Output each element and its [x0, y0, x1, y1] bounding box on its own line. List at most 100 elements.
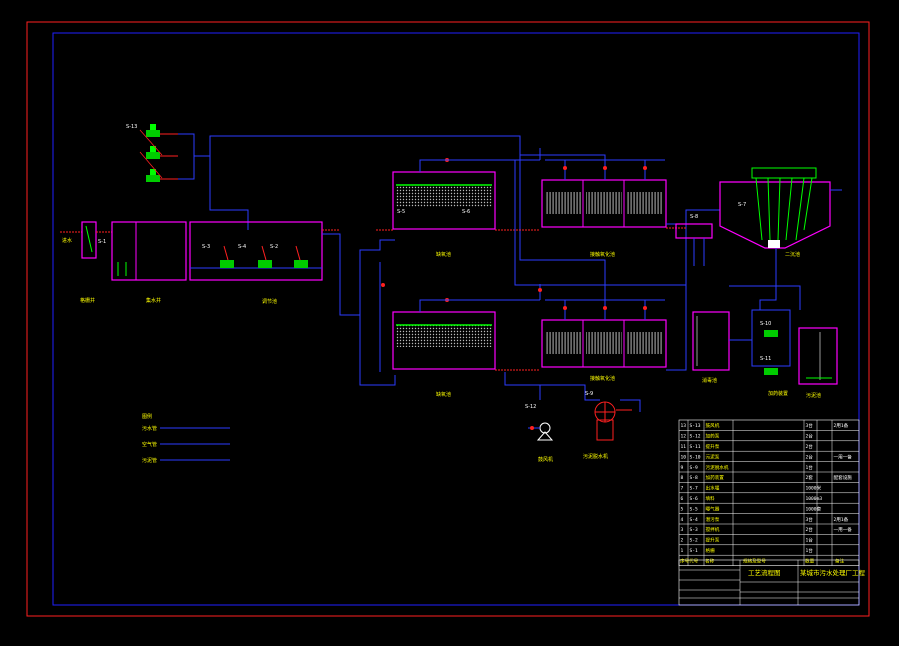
- equalization-tank: S-3 S-4 S-2 调节池: [189, 221, 323, 305]
- table-cell-code: S-13: [690, 423, 701, 429]
- biochem-1-label: 接触氧化池: [590, 251, 615, 258]
- table-header-cell: 数量: [805, 557, 815, 564]
- pump-well: 集水井: [111, 221, 187, 304]
- dosing-label: 加药装置: [768, 390, 788, 397]
- table-cell-code: S-1: [690, 548, 699, 554]
- table-cell-name: 污泥脱水机: [706, 464, 729, 471]
- table-cell-note: 配套设施: [834, 474, 853, 481]
- inlet-label: 进水: [62, 237, 72, 244]
- table-cell-name: 潜污泵: [706, 516, 720, 523]
- table-cell-qty: 1台: [806, 464, 814, 471]
- table-cell-qty: 2套: [806, 474, 814, 481]
- svg-text:S-11: S-11: [760, 356, 771, 362]
- title-block: 工艺流程图 某城市污水处理厂工程: [678, 559, 866, 606]
- table-cell-no: 6: [681, 496, 684, 502]
- table-cell-no: 3: [681, 527, 684, 533]
- svg-text:S-10: S-10: [760, 321, 771, 327]
- outlet-pipe: [379, 159, 720, 372]
- table-cell-name: 格栅: [706, 547, 716, 554]
- project-title: 某城市污水处理厂工程: [800, 568, 866, 577]
- table-cell-no: 11: [681, 444, 687, 450]
- mixer-1: S-3: [202, 244, 234, 268]
- svg-text:S-12: S-12: [525, 404, 536, 410]
- table-cell-note: 2用1备: [834, 422, 849, 429]
- sludge-pump: S-12 鼓风机: [525, 404, 554, 463]
- table-cell-no: 2: [681, 538, 684, 544]
- table-cell-name: 提升泵: [706, 443, 720, 450]
- anoxic-2-label: 缺氧池: [436, 391, 451, 398]
- table-cell-qty: 1000套: [806, 505, 822, 512]
- blower-unit-3: [146, 169, 178, 182]
- svg-text:S-6: S-6: [462, 209, 470, 215]
- contact-oxidation-tank-1: 接触氧化池: [541, 179, 667, 258]
- table-cell-name: 曝气器: [706, 505, 720, 512]
- table-cell-code: S-7: [690, 486, 699, 492]
- table-cell-no: 5: [681, 506, 684, 512]
- table-cell-note: 一用一备: [834, 526, 853, 533]
- table-header-cell: 备注: [835, 557, 845, 564]
- table-cell-note: 一用一备: [834, 453, 853, 460]
- table-cell-qty: 1台: [806, 537, 814, 544]
- blower-group: S-13: [126, 124, 178, 182]
- svg-text:S-8: S-8: [690, 214, 698, 220]
- table-cell-name: 鼓风机: [706, 422, 720, 429]
- screen-well-label: 格栅井: [80, 297, 95, 304]
- table-cell-qty: 2台: [806, 443, 814, 450]
- table-cell-name: 搅拌机: [706, 526, 720, 533]
- svg-text:S-1: S-1: [98, 239, 106, 245]
- blower-unit-1: [146, 124, 178, 137]
- legend-item-1: 污水管: [142, 425, 157, 432]
- disinfection-tank: 消毒池: [692, 311, 730, 384]
- table-cell-name: 出水堰: [706, 485, 720, 492]
- table-cell-no: 4: [681, 517, 684, 523]
- table-cell-name: 提升泵: [706, 537, 720, 544]
- table-cell-note: 2用1备: [834, 516, 849, 523]
- table-cell-qty: 1000m3: [806, 496, 823, 502]
- table-cell-qty: 2台: [806, 433, 814, 440]
- feed-pipe: [322, 233, 396, 386]
- drawing-title: 工艺流程图: [748, 568, 781, 577]
- legend-item-2: 空气管: [142, 441, 157, 448]
- table-cell-qty: 3台: [806, 516, 814, 523]
- svg-text:S-4: S-4: [238, 244, 246, 250]
- table-cell-no: 7: [681, 486, 684, 492]
- svg-text:S-3: S-3: [202, 244, 210, 250]
- dosing-station: S-10 S-11 加药装置: [751, 309, 791, 397]
- table-cell-qty: 2台: [806, 526, 814, 533]
- distribution-well: S-8: [675, 214, 713, 266]
- table-cell-code: S-12: [690, 434, 701, 440]
- outer-frame: [26, 21, 870, 617]
- disinfection-label: 消毒池: [702, 377, 717, 384]
- table-cell-qty: 1000米: [806, 485, 822, 492]
- screen-well-shape: [81, 221, 97, 259]
- table-cell-no: 8: [681, 475, 684, 481]
- table-header-cell: 序号: [680, 557, 690, 564]
- table-cell-no: 1: [681, 548, 684, 554]
- svg-text:S-5: S-5: [397, 209, 405, 215]
- legend-item-3: 污泥管: [142, 457, 157, 464]
- sludge-label: 污泥池: [806, 392, 821, 399]
- table-cell-name: 加药泵: [706, 433, 720, 440]
- air-main-pipe: [178, 133, 606, 300]
- anoxic-tank-2: 缺氧池: [392, 311, 496, 398]
- table-cell-no: 10: [681, 454, 687, 460]
- table-cell-name: 加药装置: [706, 474, 725, 481]
- table-cell-code: S-9: [690, 465, 699, 471]
- legend: 图例 污水管 空气管 污泥管: [142, 413, 230, 464]
- table-cell-code: S-6: [690, 496, 699, 502]
- inner-frame: [52, 32, 860, 606]
- svg-text:S-9: S-9: [585, 391, 593, 397]
- biochem-2-label: 接触氧化池: [590, 375, 615, 382]
- table-cell-no: 9: [681, 465, 684, 471]
- clarifier-label: 二沉池: [785, 251, 800, 258]
- table-header-cell: 名称: [705, 557, 715, 564]
- sludge-pump-label: 鼓风机: [538, 456, 553, 463]
- table-cell-code: S-3: [690, 527, 699, 533]
- pump-well-label: 集水井: [146, 297, 161, 304]
- legend-title: 图例: [142, 413, 152, 420]
- table-cell-code: S-11: [690, 444, 701, 450]
- table-cell-name: 污泥泵: [706, 453, 720, 460]
- svg-text:S-7: S-7: [738, 202, 746, 208]
